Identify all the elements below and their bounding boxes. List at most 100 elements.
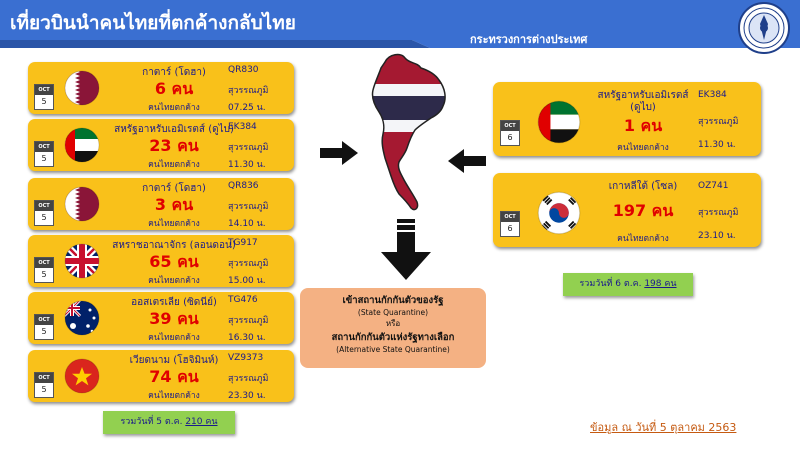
- stranded-count: 197 คน: [612, 201, 674, 220]
- total-right: รวมวันที่ 6 ต.ค. 198 คน: [563, 273, 693, 296]
- flight-destination: เวียดนาม (โฮจิมินห์): [129, 355, 219, 366]
- calendar-month: OCT: [35, 201, 53, 211]
- calendar-day: 6: [507, 133, 513, 142]
- qatar-flag-icon: [64, 70, 100, 106]
- calendar-icon: OCT 6: [500, 120, 520, 146]
- calendar-day: 5: [41, 270, 47, 279]
- flight-time: 11.30 น.: [228, 160, 266, 170]
- total-left-prefix: รวมวันที่ 5 ต.ค.: [120, 417, 186, 427]
- airport-name: สุวรรณภูมิ: [698, 117, 739, 127]
- flight-number: TG917: [228, 238, 258, 248]
- flight-card: OCT 6 เกาหลีใต้ (โซล) 197 คน คนไทยตกค้าง…: [493, 173, 761, 247]
- flight-time: 23.30 น.: [228, 391, 266, 401]
- stranded-count: 23 คน: [149, 136, 199, 155]
- airport-name: สุวรรณภูมิ: [228, 259, 269, 269]
- stranded-label: คนไทยตกค้าง: [148, 219, 200, 229]
- airport-name: สุวรรณภูมิ: [228, 86, 269, 96]
- flight-destination: สหราชอาณาจักร (ลอนดอน): [112, 240, 236, 251]
- quarantine-line-4: สถานกักกันตัวแห่งรัฐทางเลือก: [331, 332, 455, 343]
- total-right-prefix: รวมวันที่ 6 ต.ค.: [579, 279, 645, 289]
- flight-card: OCT 5 ออสเตรเลีย (ซิดนีย์) 39 คน คนไทยตก…: [28, 292, 294, 344]
- uk-flag-icon: [64, 243, 100, 279]
- ministry-seal-icon: [738, 2, 790, 54]
- flight-card: OCT 6 สหรัฐอาหรับเอมิเรตส์ (ดูไบ) 1 คน ค…: [493, 82, 761, 156]
- quarantine-line-5: (Alternative State Quarantine): [336, 345, 450, 354]
- uae-flag-icon: [64, 127, 100, 163]
- calendar-month: OCT: [501, 212, 519, 222]
- flight-number: OZ741: [698, 181, 729, 191]
- flight-number: VZ9373: [228, 353, 264, 363]
- flight-card: OCT 5 กาตาร์ (โดฮา) 3 คน คนไทยตกค้าง QR8…: [28, 178, 294, 230]
- thailand-map: [371, 53, 446, 211]
- flight-time: 15.00 น.: [228, 276, 266, 286]
- calendar-icon: OCT 5: [34, 314, 54, 340]
- flight-card: OCT 5 สหรัฐอาหรับเอมิเรตส์ (ดูไบ) 23 คน …: [28, 119, 294, 171]
- airport-name: สุวรรณภูมิ: [228, 374, 269, 384]
- flight-destination-line2: (ดูไบ): [630, 102, 656, 113]
- airport-name: สุวรรณภูมิ: [228, 143, 269, 153]
- header-banner: เที่ยวบินนำคนไทยที่ตกค้างกลับไทย กระทรวง…: [0, 0, 800, 48]
- calendar-month: OCT: [35, 85, 53, 95]
- ministry-name: กระทรวงการต่างประเทศ: [470, 33, 588, 46]
- flight-number: TG476: [228, 295, 258, 305]
- stranded-count: 6 คน: [154, 79, 194, 98]
- airport-name: สุวรรณภูมิ: [228, 316, 269, 326]
- qatar-flag-icon: [64, 186, 100, 222]
- total-left: รวมวันที่ 5 ต.ค. 210 คน: [103, 411, 235, 434]
- korea-flag-icon: [537, 191, 581, 235]
- flight-number: QR836: [228, 181, 259, 191]
- stranded-label: คนไทยตกค้าง: [148, 160, 200, 170]
- calendar-icon: OCT 5: [34, 372, 54, 398]
- stranded-count: 39 คน: [149, 309, 199, 328]
- stranded-label: คนไทยตกค้าง: [148, 103, 200, 113]
- calendar-icon: OCT 5: [34, 141, 54, 167]
- flight-time: 23.10 น.: [698, 231, 736, 241]
- stranded-count: 3 คน: [154, 195, 194, 214]
- flight-time: 07.25 น.: [228, 103, 266, 113]
- arrow-down-icon: [381, 219, 431, 280]
- quarantine-line-2: (State Quarantine): [357, 308, 429, 317]
- flight-destination: สหรัฐอาหรับเอมิเรตส์ (ดูไบ): [114, 124, 234, 135]
- calendar-month: OCT: [501, 121, 519, 131]
- header-background: [0, 0, 800, 48]
- vietnam-flag-icon: [64, 358, 100, 394]
- flight-card: OCT 5 สหราชอาณาจักร (ลอนดอน) 65 คน คนไทย…: [28, 235, 294, 287]
- calendar-day: 5: [41, 213, 47, 222]
- flight-number: EK384: [228, 122, 257, 132]
- stranded-label: คนไทยตกค้าง: [617, 143, 669, 153]
- calendar-icon: OCT 5: [34, 200, 54, 226]
- stranded-label: คนไทยตกค้าง: [148, 276, 200, 286]
- stranded-count: 74 คน: [149, 367, 199, 386]
- calendar-day: 6: [507, 224, 513, 233]
- flight-destination: กาตาร์ (โดฮา): [142, 183, 206, 194]
- airport-name: สุวรรณภูมิ: [698, 208, 739, 218]
- calendar-month: OCT: [35, 373, 53, 383]
- flight-time: 14.10 น.: [228, 219, 266, 229]
- stranded-label: คนไทยตกค้าง: [617, 234, 669, 244]
- page-title: เที่ยวบินนำคนไทยที่ตกค้างกลับไทย: [10, 12, 296, 34]
- calendar-icon: OCT 5: [34, 257, 54, 283]
- flight-card: OCT 5 เวียดนาม (โฮจิมินห์) 74 คน คนไทยตก…: [28, 350, 294, 402]
- flight-time: 11.30 น.: [698, 140, 736, 150]
- flight-destination: สหรัฐอาหรับเอมิเรตส์: [597, 90, 689, 101]
- flight-number: EK384: [698, 90, 727, 100]
- stranded-label: คนไทยตกค้าง: [148, 333, 200, 343]
- flight-destination: กาตาร์ (โดฮา): [142, 67, 206, 78]
- calendar-icon: OCT 6: [500, 211, 520, 237]
- calendar-day: 5: [41, 327, 47, 336]
- quarantine-box: เข้าสถานกักกันตัวของรัฐ (State Quarantin…: [300, 288, 486, 368]
- arrow-right-icon: [320, 141, 358, 165]
- calendar-icon: OCT 5: [34, 84, 54, 110]
- flight-time: 16.30 น.: [228, 333, 266, 343]
- stranded-label: คนไทยตกค้าง: [148, 391, 200, 401]
- quarantine-line-1: เข้าสถานกักกันตัวของรัฐ: [342, 295, 444, 306]
- stranded-count: 1 คน: [623, 116, 663, 135]
- calendar-month: OCT: [35, 258, 53, 268]
- flight-destination: ออสเตรเลีย (ซิดนีย์): [131, 297, 217, 308]
- total-right-value: 198 คน: [644, 279, 677, 289]
- calendar-month: OCT: [35, 142, 53, 152]
- calendar-day: 5: [41, 97, 47, 106]
- calendar-day: 5: [41, 385, 47, 394]
- uae-flag-icon: [537, 100, 581, 144]
- quarantine-line-3: หรือ: [385, 319, 401, 328]
